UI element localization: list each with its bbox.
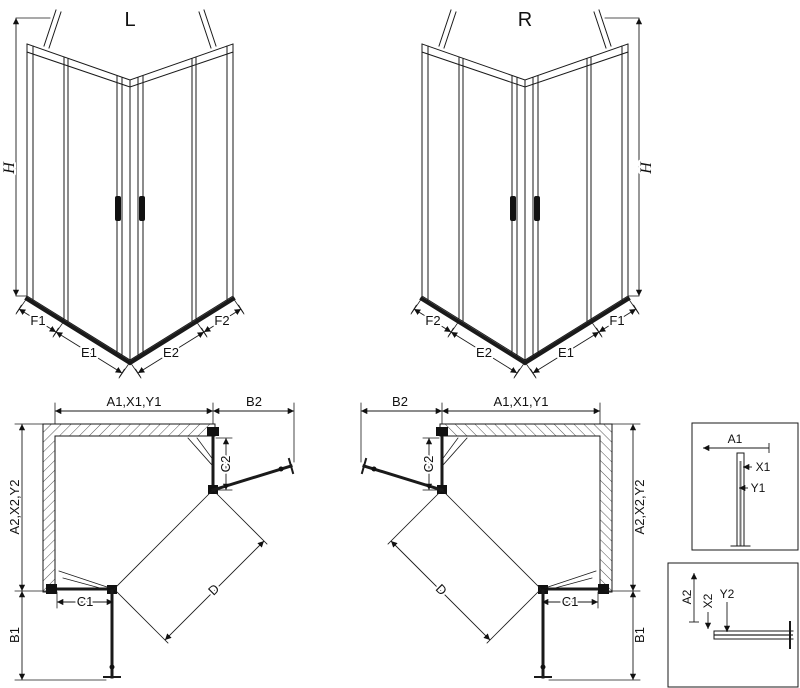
dim-f1-right: F1 xyxy=(609,313,624,328)
dim-e2-left: E2 xyxy=(163,345,179,360)
detail-box-profile-horizontal: A2 X2 Y2 xyxy=(667,562,799,688)
wall-bracket-icon xyxy=(46,584,57,594)
dim-c2-plan-right: C2 xyxy=(421,456,436,473)
dim-y1-detail: Y1 xyxy=(751,481,766,495)
dim-a2-detail: A2 xyxy=(680,589,694,604)
height-label-right: H xyxy=(638,161,655,175)
knob-icon xyxy=(278,466,284,472)
dim-b1-plan-left: B1 xyxy=(7,627,22,643)
dim-e2-right: E2 xyxy=(476,345,492,360)
dim-a1x1y1-plan-left: A1,X1,Y1 xyxy=(107,394,162,409)
dim-b2-plan-right: B2 xyxy=(392,394,408,409)
iso-view-geometry-mirrored xyxy=(411,10,639,378)
dim-c2-plan-left: C2 xyxy=(218,456,233,473)
door-handle-icon xyxy=(139,196,145,221)
iso-view-geometry xyxy=(12,9,245,379)
dim-y2-detail: Y2 xyxy=(720,587,735,601)
wall-hatch xyxy=(42,423,216,593)
plan-view-geometry-mirrored xyxy=(361,403,640,680)
dim-a2x2y2-plan-right: A2,X2,Y2 xyxy=(632,480,647,535)
dim-d-plan-right: D xyxy=(433,581,450,598)
view-title-right: R xyxy=(518,9,532,31)
dim-c1-plan-right: C1 xyxy=(562,594,579,609)
dim-x1-detail: X1 xyxy=(756,460,771,474)
dim-a1x1y1-plan-right: A1,X1,Y1 xyxy=(494,394,549,409)
door-handle-icon xyxy=(115,196,121,221)
view-title-left: L xyxy=(124,9,135,31)
dim-d-plan-left: D xyxy=(205,581,222,598)
detail-box-profile-vertical: A1 X1 Y1 xyxy=(691,422,799,551)
knob-icon xyxy=(109,664,115,670)
dim-b1-plan-right: B1 xyxy=(632,627,647,643)
dim-f2-left: F2 xyxy=(214,313,229,328)
dim-b2-plan-left: B2 xyxy=(246,394,262,409)
wall-bracket-icon xyxy=(207,427,219,436)
dim-e1-left: E1 xyxy=(81,345,97,360)
dim-a1-detail: A1 xyxy=(728,432,743,446)
height-label-left: H xyxy=(1,161,18,175)
dim-a2x2y2-plan-left: A2,X2,Y2 xyxy=(7,480,22,535)
plan-view-geometry xyxy=(14,402,295,681)
dim-f2-right: F2 xyxy=(425,313,440,328)
dim-x2-detail: X2 xyxy=(701,593,715,608)
dim-f1-left: F1 xyxy=(30,313,45,328)
dim-e1-right: E1 xyxy=(558,345,574,360)
dim-c1-plan-left: C1 xyxy=(77,594,94,609)
